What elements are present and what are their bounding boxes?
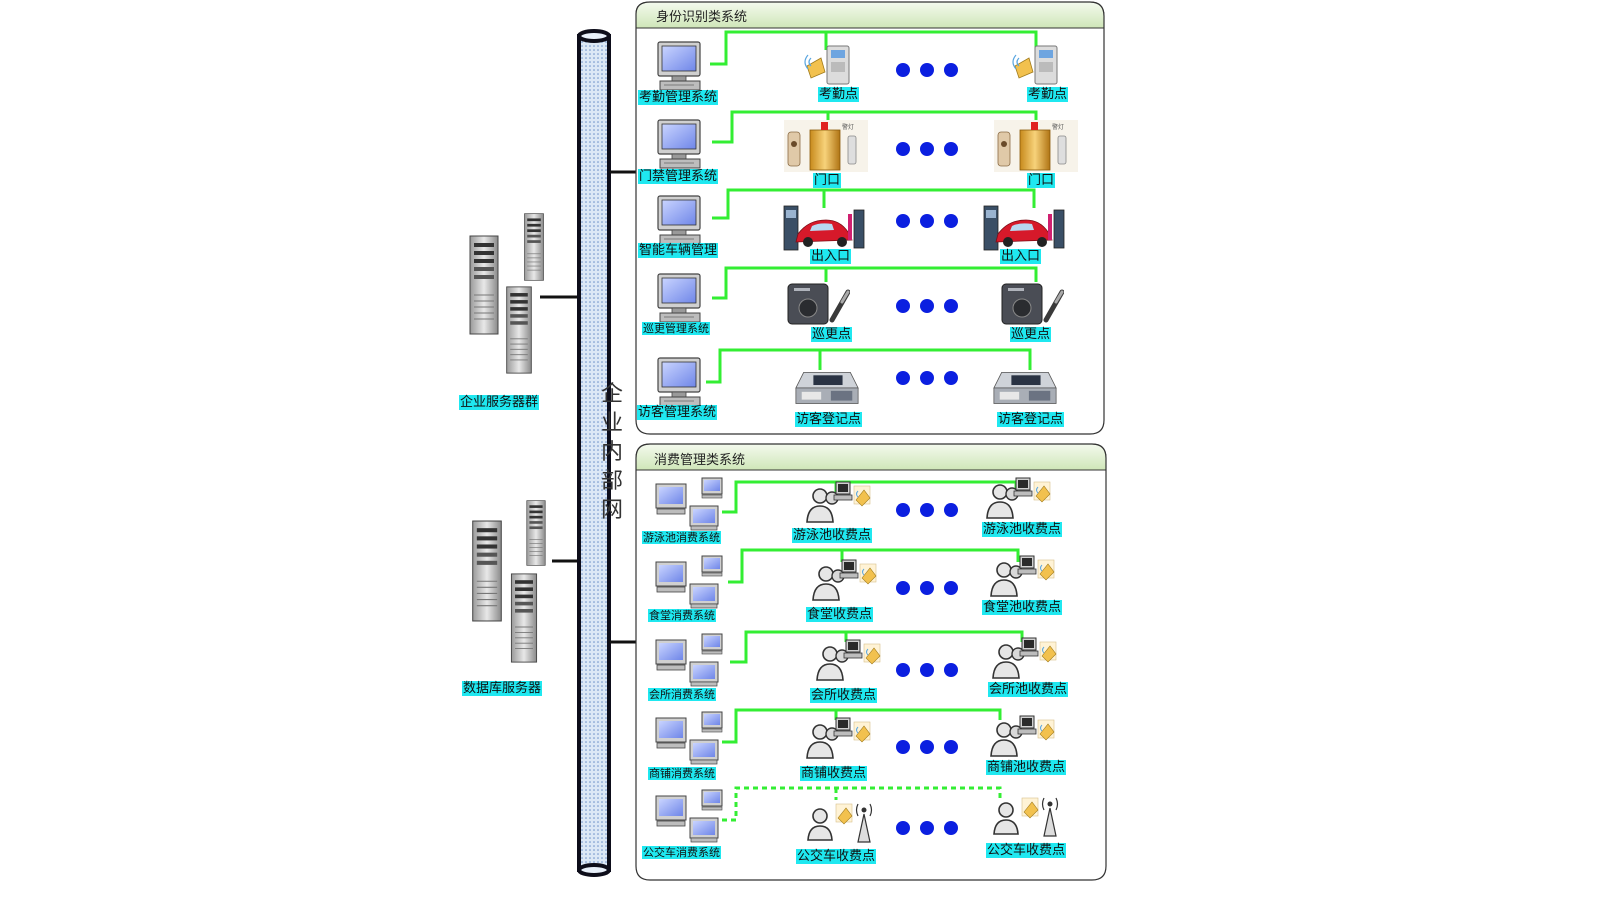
vehicle-gate-icon	[783, 205, 865, 251]
visitor-register-icon	[795, 371, 859, 404]
row-attendance	[657, 30, 1058, 91]
point-label: 出入口	[1000, 249, 1042, 264]
pc-icon	[657, 119, 701, 169]
attendance-terminal-icon	[1012, 45, 1058, 85]
pc-icon	[657, 273, 701, 323]
system-label: 食堂消费系统	[648, 609, 716, 622]
system-label: 会所消费系统	[648, 688, 716, 701]
patrol-reader-icon	[1002, 284, 1062, 324]
row-visitor	[657, 348, 1057, 407]
row-vehicle	[657, 188, 1065, 251]
row-swimming-pool	[655, 477, 1051, 531]
point-label: 食堂收费点	[806, 607, 874, 622]
system-label: 商铺消费系统	[648, 767, 716, 780]
point-label: 会所池收费点	[988, 682, 1069, 697]
cashier-point-icon	[806, 481, 871, 523]
server-label: 数据库服务器	[462, 681, 543, 696]
section-title: 身份识别类系统	[656, 10, 748, 25]
cashier-point-icon	[806, 717, 871, 759]
point-label: 考勤点	[818, 87, 860, 102]
point-label: 门口	[1027, 173, 1056, 188]
system-label: 公交车消费系统	[642, 846, 721, 859]
point-label: 巡更点	[811, 327, 853, 342]
point-label: 游泳池收费点	[982, 522, 1063, 537]
system-label: 门禁管理系统	[638, 169, 719, 184]
door-access-icon	[994, 120, 1078, 172]
point-label: 巡更点	[1010, 327, 1052, 342]
point-label: 门口	[813, 173, 842, 188]
point-label: 食堂池收费点	[982, 600, 1063, 615]
patrol-reader-icon	[788, 284, 848, 324]
system-label: 智能车辆管理	[638, 243, 719, 258]
vehicle-gate-icon	[983, 205, 1065, 251]
point-label: 游泳池收费点	[792, 528, 873, 543]
point-label: 访客登记点	[795, 412, 863, 427]
point-label: 会所收费点	[810, 688, 878, 703]
pc-icon	[657, 41, 701, 91]
row-patrol	[657, 266, 1062, 324]
row-club	[655, 630, 1057, 687]
database-server-cluster	[472, 500, 546, 663]
cashier-point-icon	[990, 555, 1055, 597]
pc-icon	[657, 195, 701, 245]
point-label: 商铺收费点	[800, 766, 868, 781]
pc-cluster-icon	[655, 789, 723, 843]
point-label: 考勤点	[1027, 87, 1069, 102]
pc-cluster-icon	[655, 555, 723, 609]
consumption-section-panel	[635, 443, 1107, 881]
attendance-terminal-icon	[804, 45, 850, 85]
point-label: 公交车收费点	[796, 849, 877, 864]
visitor-register-icon	[993, 371, 1057, 404]
identity-section-panel	[635, 1, 1105, 435]
enterprise-intranet-bus	[577, 29, 611, 877]
section-title: 消费管理类系统	[654, 453, 746, 468]
cashier-point-icon	[990, 715, 1055, 757]
pc-cluster-icon	[655, 711, 723, 765]
cashier-point-icon	[992, 637, 1057, 679]
bus-fare-point-icon	[993, 797, 1059, 837]
cashier-point-icon	[986, 477, 1051, 519]
row-door-access	[657, 110, 1078, 172]
enterprise-server-cluster	[469, 213, 544, 374]
door-access-icon	[784, 120, 868, 172]
pc-cluster-icon	[655, 477, 723, 531]
point-label: 出入口	[810, 249, 852, 264]
pc-cluster-icon	[655, 633, 723, 687]
point-label: 公交车收费点	[986, 843, 1067, 858]
row-bus	[655, 786, 1059, 843]
system-label: 巡更管理系统	[642, 322, 710, 335]
system-label: 访客管理系统	[637, 405, 718, 420]
server-label: 企业服务器群	[459, 395, 540, 410]
system-label: 考勤管理系统	[638, 90, 719, 105]
point-label: 访客登记点	[997, 412, 1065, 427]
system-label: 游泳池消费系统	[642, 531, 721, 544]
cashier-point-icon	[816, 639, 881, 681]
row-shop	[655, 708, 1055, 765]
row-canteen	[655, 548, 1055, 609]
point-label: 商铺池收费点	[986, 760, 1067, 775]
bus-fare-point-icon	[807, 803, 873, 843]
intranet-label: 企 业 内 部 网	[600, 382, 623, 523]
cashier-point-icon	[812, 559, 877, 601]
pc-icon	[657, 357, 701, 407]
